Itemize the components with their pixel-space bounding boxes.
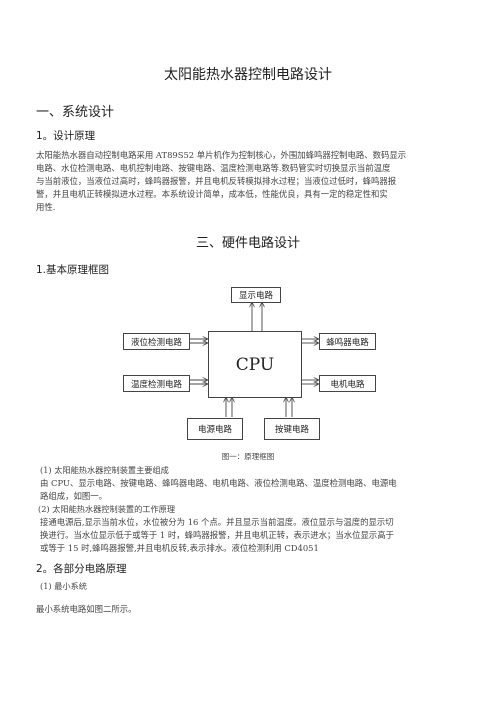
- paragraph-line: 最小系统电路如图二所示。: [36, 604, 137, 614]
- figure-caption: 图一：原理框图: [221, 452, 275, 461]
- paragraph-line: 电路、水位检测电路、电机控制电路、按键电路、温度检测电路等.数码管实时切换显示当…: [36, 163, 391, 173]
- paragraph-line: 用性.: [36, 202, 56, 212]
- power-circuit-block: 电源电路: [187, 418, 243, 440]
- motor-circuit-block: 电机电路: [319, 375, 376, 392]
- section-heading-hardware-design: 三、硬件电路设计: [195, 236, 300, 251]
- paragraph-line: 接通电源后,显示当前水位，水位被分为 16 个点。并且显示当前温度。液位显示与温…: [40, 517, 394, 527]
- paragraph-line: 与当前液位，当液位过高时，蜂鸣器报警，并且电机反转模拟排水过程；当液位过低时，蜂…: [36, 176, 397, 186]
- subheading-circuit-principles: 2。各部分电路原理: [36, 563, 127, 575]
- paragraph-line: 或等于 15 时,蜂鸣器报警,并且电机反转,表示排水。液位检测利用 CD4051: [40, 543, 319, 553]
- buzzer-circuit-block: 蜂鸣器电路: [319, 333, 376, 350]
- subheading-block-diagram: 1.基本原理框图: [36, 264, 110, 276]
- water-level-detection-block: 液位检测电路: [123, 333, 190, 350]
- item-title-working-principle: (2) 太阳能热水器控制装置的工作原理: [38, 504, 176, 514]
- subheading-design-principle: 1。设计原理: [36, 130, 96, 142]
- item-title-composition: (1) 太阳能热水器控制装置主要组成: [40, 465, 169, 475]
- paragraph-line: 换进行。当水位显示低于或等于 1 时，蜂鸣器报警，并且电机正转，表示进水；当水位…: [40, 530, 395, 540]
- paragraph-line: 由 CPU、显示电路、按键电路、蜂鸣器电路、电机电路、液位检测电路、温度检测电路…: [40, 478, 397, 488]
- page-title: 太阳能热水器控制电路设计: [164, 67, 332, 83]
- paragraph-line: 路组成，如图一。: [40, 491, 107, 501]
- paragraph-line: 太阳能热水器自动控制电路采用 AT89S52 单片机作为控制核心，外围加蜂鸣器控…: [36, 150, 407, 160]
- display-circuit-block: 显示电路: [231, 287, 281, 303]
- item-title-minimum-system: (1) 最小系统: [40, 581, 87, 591]
- paragraph-line: 警，并且电机正转模拟进水过程。本系统设计简单，成本低，性能优良，具有一定的稳定性…: [36, 189, 388, 199]
- key-circuit-block: 按键电路: [264, 418, 320, 440]
- section-heading-system-design: 一、系统设计: [36, 105, 115, 120]
- cpu-block: CPU: [208, 331, 302, 398]
- temperature-detection-block: 温度检测电路: [123, 375, 190, 392]
